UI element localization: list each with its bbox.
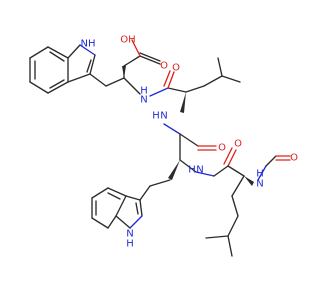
- formyl-o-label: O: [290, 153, 298, 164]
- amide-n-label-1: N: [140, 95, 147, 106]
- indole-ring-top: [29, 44, 96, 94]
- indole-h-label-bottom: H: [126, 239, 134, 250]
- leu1-residue: [149, 57, 241, 113]
- amide-o-label-1: O: [172, 63, 180, 74]
- trp2-backbone: [149, 123, 217, 187]
- amide-h-label-3: H: [188, 165, 196, 176]
- amide-h-label-1: H: [140, 86, 148, 97]
- amide-o-label-3: O: [234, 139, 242, 150]
- formyl-h-label: H: [256, 169, 264, 180]
- amide-o-label-2: O: [218, 143, 226, 154]
- trp1-backbone: [89, 39, 161, 95]
- amide-h-label-2: H: [152, 111, 160, 122]
- amide-n-label-3: N: [196, 165, 203, 176]
- indole-n-label-bottom: N: [126, 229, 133, 240]
- acid-oh-label: OH: [120, 35, 135, 46]
- formyl-n-label: N: [256, 179, 263, 190]
- indole-ring-bottom: [91, 185, 151, 229]
- amide-n-label-2: N: [160, 111, 167, 122]
- molecule-structure-diagram: NH OH O H N O H N O H N O H N O H N: [29, 35, 298, 257]
- indole-nh-label-top: NH: [81, 39, 96, 50]
- acid-o-label: O: [160, 61, 168, 72]
- leu2-residue: [195, 147, 291, 257]
